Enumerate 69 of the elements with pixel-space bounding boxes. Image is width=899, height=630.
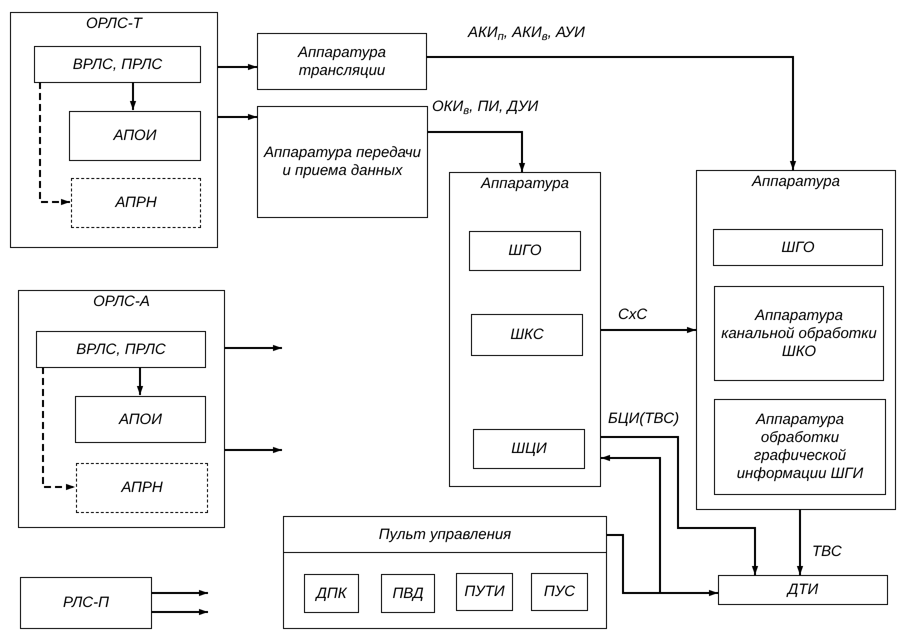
node-label: Пульт управления [378,526,512,544]
arrow [225,446,282,454]
unit-box [473,429,585,469]
equipment-group [449,172,601,487]
node-label: Аппаратура [750,173,841,191]
radar-block [36,331,206,368]
arrow [136,367,144,395]
arrow [152,590,208,596]
node-label: ШЦИ [510,440,548,458]
unit-box [456,573,513,611]
node-label: ШГО [507,242,543,260]
process-box [257,106,428,218]
node-label: Аппаратура трансляции [296,44,387,80]
unit-box [713,229,883,266]
process-box [718,575,888,605]
node-label: РЛС-П [62,594,110,612]
arrow [601,454,661,594]
node-label: АПОИ [117,410,163,428]
control-panel [283,516,607,629]
node-label: Аппаратура обработки графической информации ШГИ [736,411,864,483]
arrow [601,326,696,334]
node-label: АПРН [114,194,158,212]
node-label: Аппаратура передачи и приема данных [262,144,422,180]
node-label: ПВД [391,584,425,602]
system-group [18,290,225,528]
unit-box [531,573,588,611]
arrow [42,367,75,490]
node-label: ОРЛС-Т [85,15,144,33]
node-label: ПУТИ [463,583,506,601]
node-label: Аппаратура [479,175,570,193]
node-label: ВРЛС, ПРЛС [75,340,167,358]
node-label: АПОИ [112,127,158,145]
node-label: ВРЛС, ПРЛС [72,56,164,74]
process-box [257,33,427,90]
unit-box [471,314,583,356]
processing-block [75,396,206,443]
node-label: ШКС [509,326,545,344]
arrow [152,608,208,616]
node-label: Аппаратура канальной обработки ШКО [720,306,878,360]
arrow [218,114,257,120]
node-label: АПРН [120,479,164,497]
arrow [218,64,257,70]
arrow [601,436,758,575]
processing-block [69,111,201,161]
arrow [796,510,804,575]
node-label: ДТИ [785,581,820,599]
edge-label: ОКИ$_{в}$, ПИ, ДУИ [430,98,540,116]
process-box [20,577,152,629]
unit-box [381,574,435,613]
edge-label: БЦИ(ТВС) [606,410,682,428]
unit-box [469,231,581,271]
arrow [130,82,136,110]
arrow [428,131,526,172]
arrow [225,344,282,352]
arrow [39,82,70,206]
system-group [10,12,218,248]
node-label: ДПК [314,584,348,602]
unit-box [304,574,359,613]
edge-label: АКИ$_{п}$, АКИ$_{в}$, АУИ [466,24,587,42]
node-label: ПУС [542,583,576,601]
arrow [427,56,796,170]
equipment-group [696,170,896,510]
optional-block [71,178,201,228]
unit-box [714,399,886,495]
node-label: ОРЛС-А [92,293,151,311]
node-label: ШГО [780,238,816,256]
radar-block [34,46,201,83]
unit-box [714,286,884,381]
optional-block [76,463,208,513]
